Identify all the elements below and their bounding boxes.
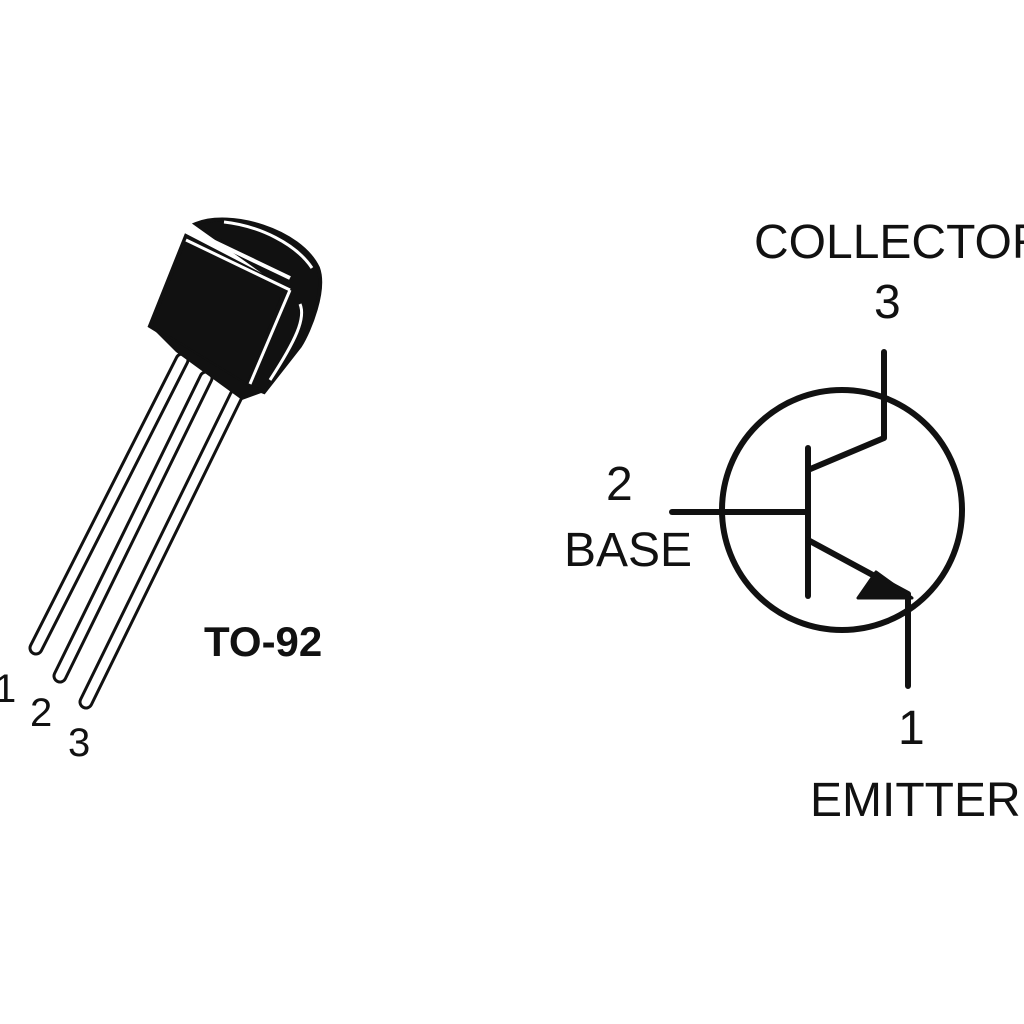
emitter-label: EMITTER [810, 774, 1021, 827]
lead-3 [78, 388, 244, 710]
collector-pin-number: 3 [874, 276, 901, 329]
package-pin-label-1: 1 [0, 667, 16, 711]
symbol-labels: COLLECTOR 3 2 BASE 1 EMITTER [564, 216, 1024, 827]
collector-label: COLLECTOR [754, 216, 1024, 269]
to92-package-illustration: 1 2 3 TO-92 [0, 217, 323, 765]
package-leads [28, 352, 244, 710]
base-pin-number: 2 [606, 458, 633, 511]
emitter-lead [805, 537, 911, 689]
collector-lead [805, 349, 887, 473]
lead-1 [28, 352, 190, 656]
base-label: BASE [564, 524, 692, 577]
package-name: TO-92 [204, 618, 322, 665]
lead-2 [52, 370, 214, 684]
package-body [147, 217, 323, 400]
npn-transistor-symbol [669, 349, 965, 689]
package-pin-label-2: 2 [30, 691, 52, 735]
emitter-pin-number: 1 [898, 702, 925, 755]
emitter-arrow-icon [856, 570, 914, 600]
package-pin-label-3: 3 [68, 721, 90, 765]
